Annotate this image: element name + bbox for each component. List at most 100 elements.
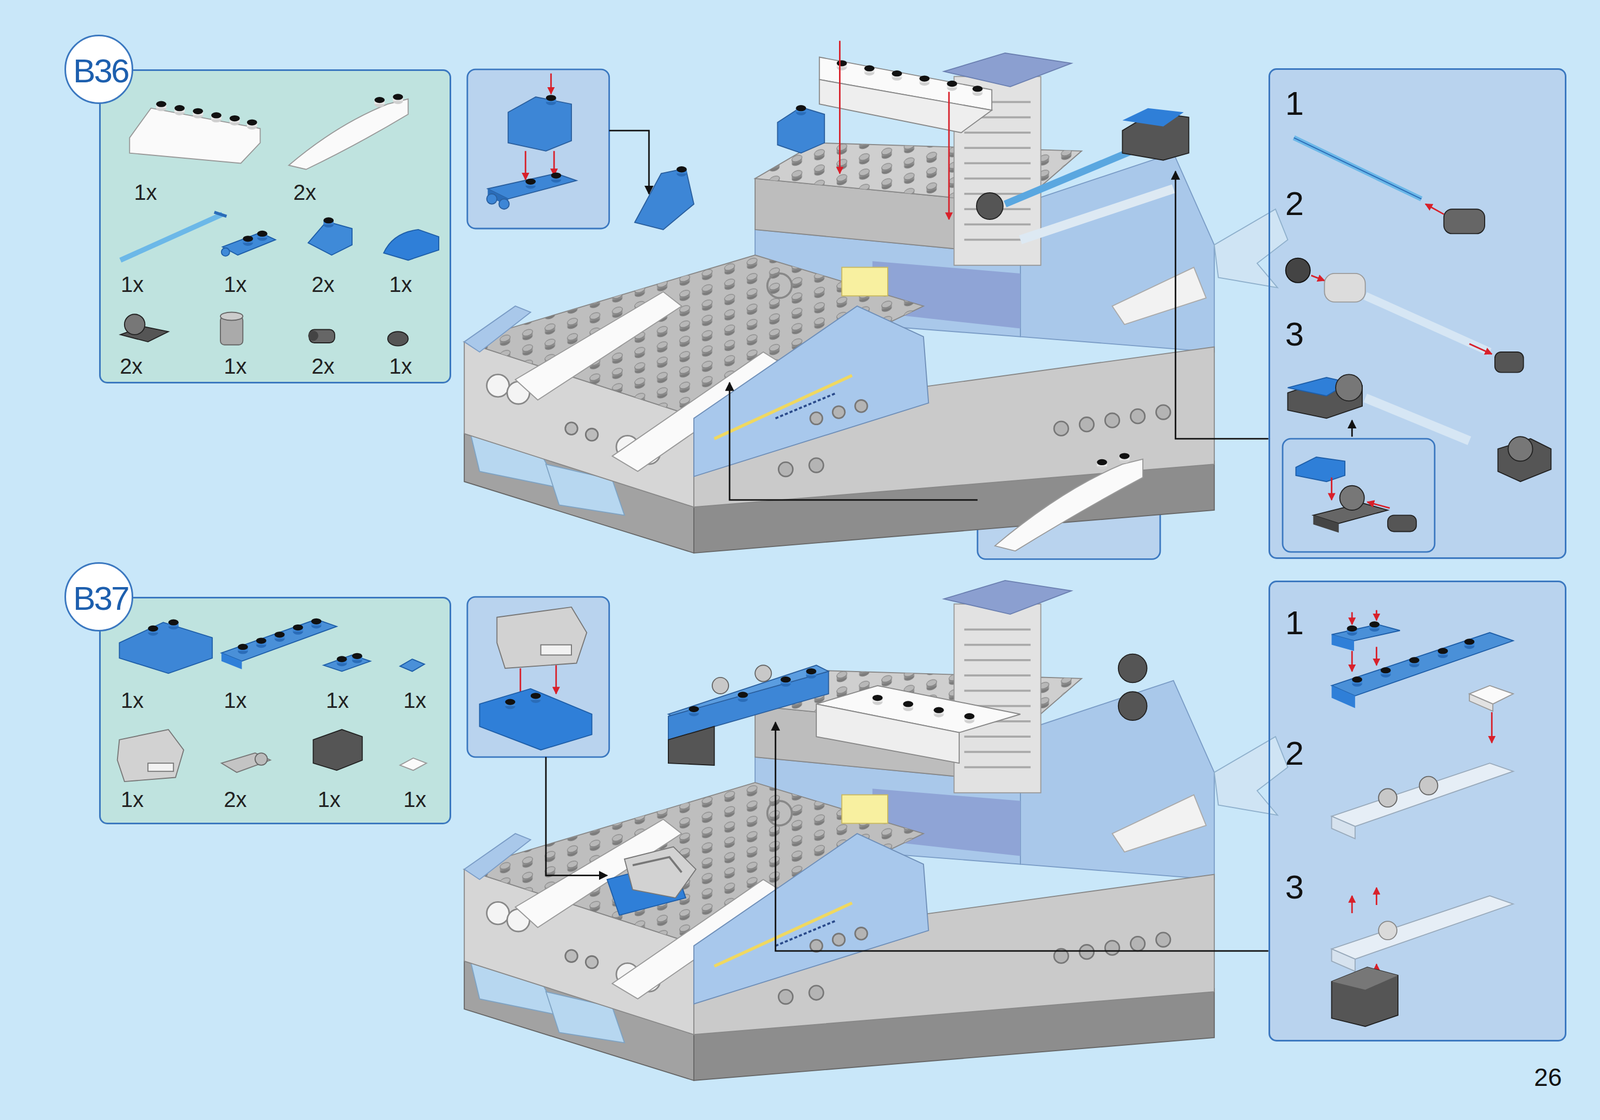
callout-contents	[486, 73, 1552, 552]
part-quantity: 1x	[223, 355, 247, 377]
b37-additions	[964, 713, 975, 724]
b37-additions	[624, 847, 697, 899]
b36-additions	[919, 75, 930, 86]
callout-contents	[1331, 967, 1398, 1027]
part-icons	[155, 101, 167, 112]
callout-contents	[1507, 436, 1533, 461]
part-icons	[211, 112, 222, 123]
parts-list-panel: 1x1x1x1x1x2x1x1x	[99, 596, 452, 825]
part-icons	[147, 763, 174, 772]
b36-additions	[634, 168, 694, 230]
b36-additions	[819, 79, 992, 133]
b36-additions	[976, 192, 1004, 220]
callout-contents	[553, 151, 556, 176]
b37-additions	[816, 704, 960, 764]
b37-additions	[805, 668, 817, 679]
part-icons	[246, 119, 258, 130]
part-icons	[117, 618, 427, 782]
b37-additions	[872, 694, 883, 706]
b36-additions	[972, 85, 983, 96]
callout-contents	[479, 688, 592, 751]
callout-contents	[994, 459, 1143, 552]
part-icons	[117, 729, 184, 782]
part-icons	[222, 232, 276, 256]
callout-box	[467, 596, 610, 758]
b36-additions	[948, 92, 951, 220]
callout-contents	[1387, 515, 1417, 532]
callout-contents	[1375, 887, 1378, 906]
substep-number: 2	[1285, 736, 1304, 771]
callout-contents	[545, 94, 557, 106]
callout-contents	[488, 173, 577, 199]
b36-additions	[1020, 189, 1174, 240]
callout-contents	[486, 193, 498, 205]
part-icons	[311, 618, 322, 629]
callout-contents	[1365, 398, 1470, 441]
step-number-badge: B36	[64, 34, 134, 104]
part-icons	[147, 625, 159, 636]
substep-number: 3	[1285, 870, 1304, 904]
callout-contents	[1464, 638, 1475, 649]
substep-panel: 123	[1268, 68, 1567, 559]
leader-lines	[545, 757, 608, 876]
b36-additions	[864, 65, 875, 76]
part-quantity: 2x	[311, 355, 335, 377]
part-icons	[257, 230, 268, 242]
part-icons	[214, 212, 227, 217]
callout-contents	[1365, 295, 1491, 353]
part-icons	[120, 214, 223, 261]
b37-additions	[933, 707, 945, 718]
callout-contents	[1347, 625, 1358, 636]
leader-lines	[545, 130, 1269, 952]
callout-contents	[505, 698, 516, 710]
part-icons	[221, 752, 271, 773]
b37-additions	[755, 665, 772, 682]
b37-additions	[607, 654, 1148, 916]
b37-additions	[737, 691, 749, 702]
callout-contents	[1351, 612, 1354, 625]
callout-contents	[1285, 258, 1311, 283]
b36-additions	[795, 105, 806, 116]
part-quantity: 1x	[388, 273, 412, 296]
substep-number: 2	[1285, 186, 1304, 221]
callout-box	[467, 69, 610, 229]
callout-contents	[479, 607, 1513, 1027]
callout-contents	[1351, 651, 1354, 672]
part-icons	[242, 235, 253, 246]
part-quantity: 2x	[119, 355, 143, 377]
part-quantity: 2x	[223, 788, 247, 811]
page-art	[99, 40, 1567, 1081]
part-icons	[308, 330, 319, 341]
callout-contents	[1331, 967, 1398, 990]
parts-list-panel: 1x2x1x1x2x1x2x1x2x1x	[99, 69, 452, 384]
callout-contents	[1369, 621, 1380, 632]
callout-contents	[555, 665, 557, 694]
callout-contents	[1444, 209, 1485, 234]
callout-contents	[508, 96, 572, 152]
callout-contents	[498, 198, 510, 210]
part-icons	[119, 622, 212, 674]
callout-contents	[1494, 352, 1524, 373]
callout-contents	[1351, 676, 1363, 687]
part-icons	[256, 637, 267, 648]
part-icons	[221, 248, 230, 257]
callout-contents	[525, 178, 536, 190]
callout-contents	[1293, 137, 1422, 199]
part-icons	[174, 105, 185, 116]
part-icons	[255, 752, 268, 766]
b37-additions	[632, 856, 682, 873]
part-icons	[313, 729, 362, 771]
callout-contents	[1331, 685, 1355, 708]
callout-contents	[524, 151, 527, 180]
callout-contents	[1378, 921, 1397, 940]
part-icons	[168, 619, 179, 630]
step-number: B36	[73, 54, 128, 88]
part-quantity: 1x	[317, 788, 341, 811]
b36-additions	[634, 40, 1189, 240]
b36-additions	[892, 70, 903, 81]
substep-panel-fill	[1268, 68, 1567, 559]
part-icons	[323, 654, 371, 672]
b36-additions	[838, 40, 841, 174]
part-quantity: 1x	[120, 788, 144, 811]
